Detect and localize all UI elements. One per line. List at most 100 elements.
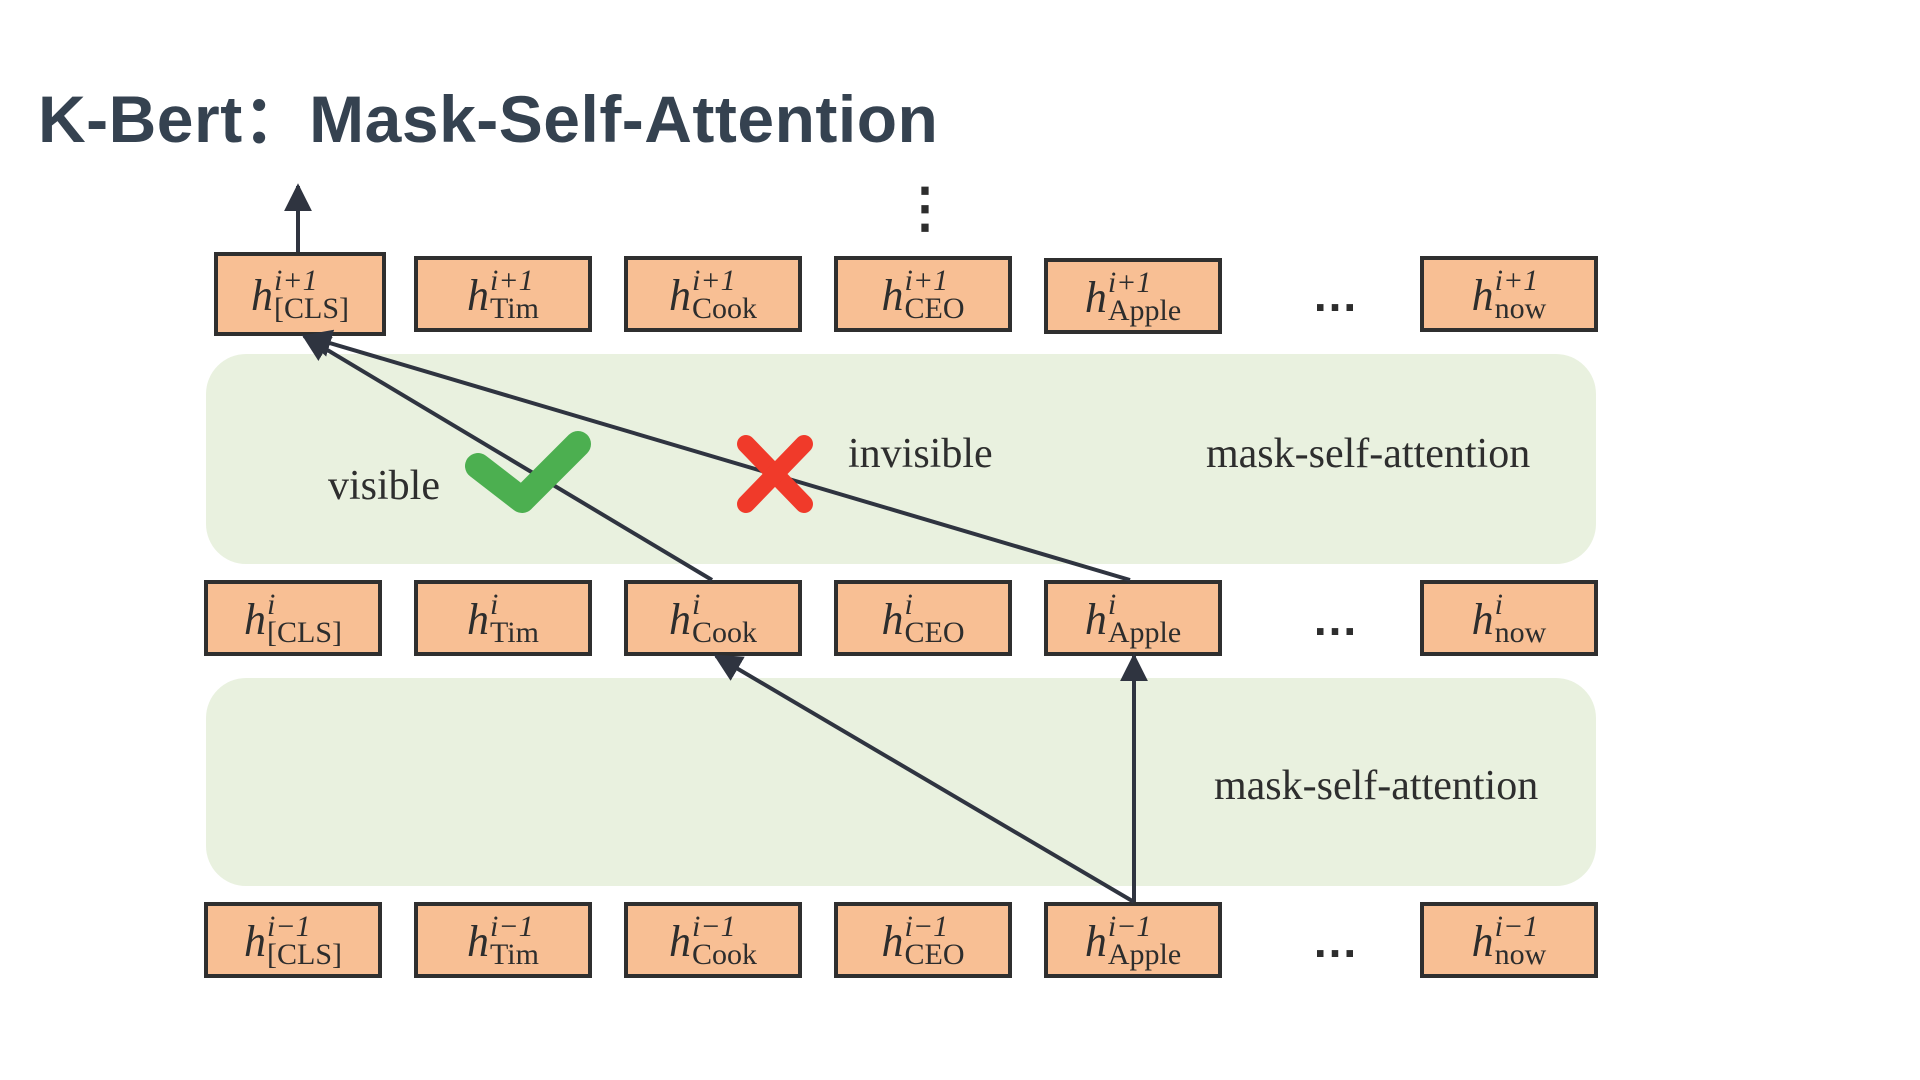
symbol: h bbox=[881, 271, 904, 320]
check-icon bbox=[465, 431, 591, 513]
symbol: h bbox=[1471, 595, 1494, 644]
visible-attention-arrow bbox=[301, 334, 714, 582]
symbol: h bbox=[467, 271, 490, 320]
layer-superscript: i−1 bbox=[490, 910, 534, 943]
symbol: h bbox=[251, 271, 273, 320]
layer-superscript: i+1 bbox=[1494, 264, 1539, 297]
token-subscript: [CLS] bbox=[267, 938, 342, 971]
symbol: h bbox=[244, 917, 266, 966]
token-subscript: Cook bbox=[691, 938, 757, 971]
layer-superscript: i bbox=[904, 588, 913, 621]
symbol: h bbox=[467, 595, 490, 644]
ellipsis: ... bbox=[1313, 269, 1359, 321]
layer-superscript: i−1 bbox=[691, 910, 736, 943]
token-subscript: now bbox=[1494, 938, 1547, 971]
token-subscript: now bbox=[1494, 292, 1547, 325]
invisible-attention-arrow bbox=[303, 329, 1131, 582]
token-subscript: [CLS] bbox=[274, 292, 349, 325]
symbol: h bbox=[1084, 273, 1107, 322]
token-subscript: Apple bbox=[1107, 938, 1182, 971]
layer-superscript: i bbox=[267, 588, 276, 621]
token-subscript: Cook bbox=[691, 292, 757, 325]
symbol: h bbox=[467, 917, 490, 966]
token-subscript: CEO bbox=[904, 938, 965, 971]
token-subscript: Tim bbox=[490, 938, 539, 971]
ellipsis: ... bbox=[1313, 915, 1359, 967]
token-subscript: now bbox=[1494, 616, 1547, 649]
invisible-label: invisible bbox=[848, 431, 993, 477]
token-subscript: CEO bbox=[904, 292, 965, 325]
symbol: h bbox=[1084, 917, 1107, 966]
layer-superscript: i bbox=[1494, 588, 1503, 621]
token-subscript: Tim bbox=[490, 616, 539, 649]
upper-band-label: mask-self-attention bbox=[1206, 431, 1531, 477]
token-subscript: [CLS] bbox=[267, 616, 342, 649]
layer-superscript: i−1 bbox=[1494, 910, 1539, 943]
symbol: h bbox=[1471, 917, 1494, 966]
symbol: h bbox=[1471, 271, 1494, 320]
symbol: h bbox=[244, 595, 266, 644]
layer-superscript: i+1 bbox=[1107, 266, 1152, 299]
top-vertical-ellipsis: ⋮ bbox=[898, 178, 954, 238]
layer-superscript: i bbox=[691, 588, 701, 621]
token-subscript: Apple bbox=[1107, 294, 1182, 327]
token-subscript: Apple bbox=[1107, 616, 1182, 649]
symbol: h bbox=[881, 595, 904, 644]
layer-superscript: i bbox=[1107, 588, 1117, 621]
symbol: h bbox=[668, 595, 691, 644]
token-subscript: CEO bbox=[904, 616, 965, 649]
lower-band-label: mask-self-attention bbox=[1214, 763, 1539, 809]
layer-superscript: i+1 bbox=[490, 264, 534, 297]
page-title: K-Bert：Mask-Self-Attention bbox=[38, 82, 939, 156]
token-subscript: Cook bbox=[691, 616, 757, 649]
visible-label: visible bbox=[328, 463, 440, 509]
layer-superscript: i−1 bbox=[1107, 910, 1152, 943]
layer-superscript: i−1 bbox=[267, 910, 311, 943]
apple-to-cook-arrow bbox=[713, 654, 1136, 904]
upper-attention-band bbox=[206, 354, 1596, 564]
lower-attention-band bbox=[206, 678, 1596, 886]
layer-superscript: i+1 bbox=[691, 264, 736, 297]
symbol: h bbox=[668, 271, 691, 320]
symbol: h bbox=[881, 917, 904, 966]
ellipsis: ... bbox=[1313, 593, 1359, 645]
cross-icon bbox=[737, 435, 813, 513]
layer-superscript: i+1 bbox=[904, 264, 949, 297]
